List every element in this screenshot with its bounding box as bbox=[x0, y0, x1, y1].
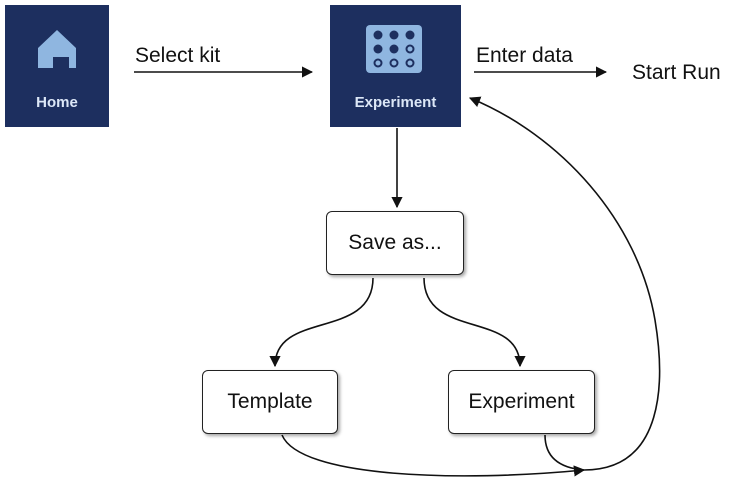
save-to-template-arrow bbox=[269, 277, 374, 368]
home-tile-label: Home bbox=[36, 94, 78, 111]
start-run-label: Start Run bbox=[632, 61, 721, 84]
save-as-box: Save as... bbox=[326, 211, 464, 275]
experiment-to-merge-line bbox=[544, 434, 585, 471]
experiment-tile: Experiment bbox=[330, 5, 461, 127]
home-tile: Home bbox=[5, 5, 109, 127]
experiment-tile-label: Experiment bbox=[354, 94, 437, 111]
enter-data-label: Enter data bbox=[476, 44, 573, 67]
save-to-experiment-arrow bbox=[423, 277, 526, 368]
template-box: Template bbox=[202, 370, 338, 434]
plate-grid-icon bbox=[366, 25, 422, 73]
house-icon bbox=[38, 30, 76, 68]
template-to-merge-arrow bbox=[281, 434, 586, 477]
experiment-box: Experiment bbox=[448, 370, 595, 434]
loop-back-arrow bbox=[468, 96, 661, 471]
select-kit-label: Select kit bbox=[135, 44, 221, 67]
